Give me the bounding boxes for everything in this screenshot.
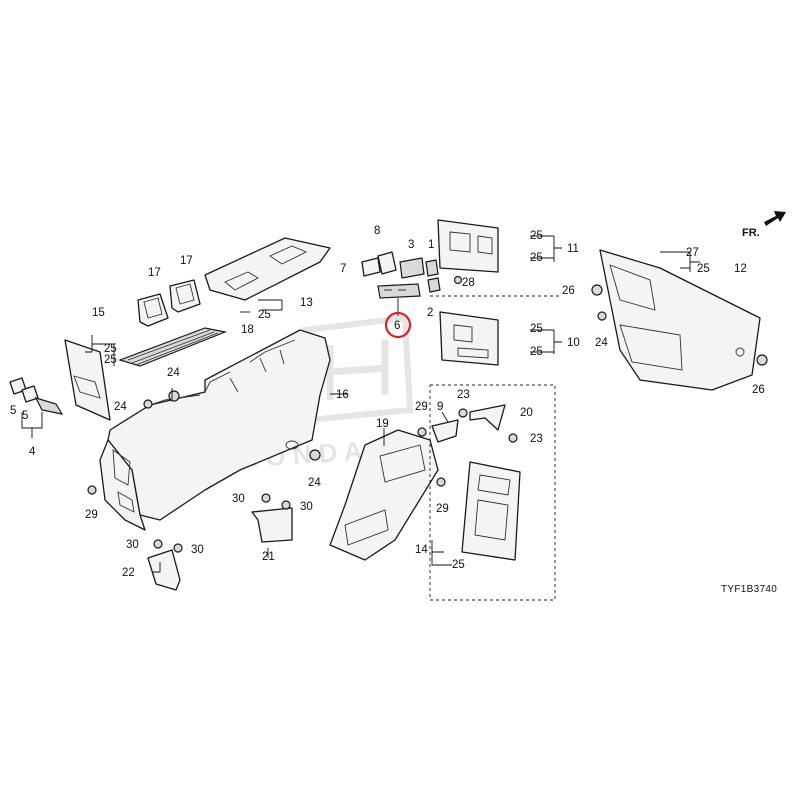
part-9-bracket[interactable] <box>431 419 459 443</box>
part-6-switch-panel[interactable] <box>377 283 421 299</box>
front-direction-indicator: FR. <box>742 211 786 239</box>
callout-30-a[interactable]: 30 <box>232 493 245 505</box>
part-17-tray-left[interactable] <box>137 293 169 327</box>
callout-15[interactable]: 15 <box>92 307 105 319</box>
callout-10[interactable]: 10 <box>567 337 580 349</box>
fastener-24-d[interactable] <box>597 311 607 321</box>
callout-16[interactable]: 16 <box>336 389 349 401</box>
callout-22[interactable]: 22 <box>122 567 135 579</box>
assembly-boundaries <box>429 295 560 601</box>
callout-29-c[interactable]: 29 <box>436 503 449 515</box>
callout-25-c[interactable]: 25 <box>530 230 543 242</box>
callout-9[interactable]: 9 <box>437 401 443 413</box>
part-21-bracket[interactable] <box>251 507 293 543</box>
callout-25-f[interactable]: 25 <box>530 346 543 358</box>
part-3-switch[interactable] <box>399 257 425 279</box>
callout-21[interactable]: 21 <box>262 551 275 563</box>
callout-24-a[interactable]: 24 <box>167 367 180 379</box>
callout-25-d[interactable]: 25 <box>530 252 543 264</box>
callout-3[interactable]: 3 <box>408 239 414 251</box>
fastener-26-a[interactable] <box>591 284 603 296</box>
callout-5-a[interactable]: 5 <box>10 405 16 417</box>
callout-30-c[interactable]: 30 <box>126 539 139 551</box>
callout-2[interactable]: 2 <box>427 307 433 319</box>
fastener-23-a[interactable] <box>458 408 468 418</box>
callout-26-a[interactable]: 26 <box>562 285 575 297</box>
fastener-29-b[interactable] <box>417 427 427 437</box>
fastener-24-c[interactable] <box>309 449 321 461</box>
part-14-rear-panel[interactable] <box>461 461 521 561</box>
part-4-switch-assembly[interactable] <box>34 397 64 415</box>
callout-17-a[interactable]: 17 <box>148 267 161 279</box>
callout-labels: 1 2 3 4 5 5 6 7 8 9 10 11 12 13 14 15 16… <box>10 225 765 579</box>
callout-13[interactable]: 13 <box>300 297 313 309</box>
callout-25-h[interactable]: 25 <box>452 559 465 571</box>
fastener-24-b[interactable] <box>143 399 153 409</box>
part-1-switch[interactable] <box>425 259 439 277</box>
callout-30-b[interactable]: 30 <box>300 501 313 513</box>
callout-8[interactable]: 8 <box>374 225 380 237</box>
part-8-switch[interactable] <box>377 251 397 275</box>
fastener-30-c[interactable] <box>153 539 163 549</box>
callout-25-e[interactable]: 25 <box>530 323 543 335</box>
callout-23-b[interactable]: 23 <box>530 433 543 445</box>
callout-19[interactable]: 19 <box>376 418 389 430</box>
callout-24-b[interactable]: 24 <box>114 401 127 413</box>
callout-1[interactable]: 1 <box>428 239 434 251</box>
callout-14[interactable]: 14 <box>415 544 428 556</box>
part-12-front-panel[interactable] <box>599 249 761 391</box>
callout-12[interactable]: 12 <box>734 263 747 275</box>
callout-11[interactable]: 11 <box>567 243 579 255</box>
part-13-shift-panel[interactable] <box>204 237 331 301</box>
callout-18[interactable]: 18 <box>241 324 254 336</box>
callout-24-c[interactable]: 24 <box>308 477 321 489</box>
callout-7[interactable]: 7 <box>340 263 346 275</box>
part-11-upper-panel[interactable] <box>437 219 499 273</box>
fastener-28[interactable] <box>453 275 463 285</box>
callout-29-b[interactable]: 29 <box>415 401 428 413</box>
part-17-tray-right[interactable] <box>169 279 201 313</box>
callout-6[interactable]: 6 <box>394 320 400 332</box>
fastener-30-d[interactable] <box>173 543 183 553</box>
callout-27[interactable]: 27 <box>686 247 699 259</box>
fastener-30-b[interactable] <box>281 500 291 510</box>
fastener-29-c[interactable] <box>436 477 446 487</box>
callout-23-a[interactable]: 23 <box>457 389 470 401</box>
callout-20[interactable]: 20 <box>520 407 533 419</box>
callout-4[interactable]: 4 <box>29 446 36 458</box>
callout-26-b[interactable]: 26 <box>752 384 765 396</box>
part-15-side-panel[interactable] <box>64 339 111 421</box>
callout-25-a[interactable]: 25 <box>104 343 117 355</box>
callout-17-b[interactable]: 17 <box>180 255 193 267</box>
part-2-switch[interactable] <box>427 277 441 293</box>
callout-6-highlight <box>384 311 412 339</box>
part-22-bracket[interactable] <box>147 549 181 591</box>
front-arrow-icon <box>764 211 786 226</box>
part-16-console-body[interactable] <box>99 329 331 531</box>
fastener-23-b[interactable] <box>508 433 518 443</box>
fastener-24-a[interactable] <box>168 390 180 402</box>
callout-5-b[interactable]: 5 <box>22 410 28 422</box>
callout-28[interactable]: 28 <box>462 277 475 289</box>
diagram-code: TYF1B3740 <box>721 584 777 595</box>
part-19-rear-console[interactable] <box>329 429 439 561</box>
part-20-bracket[interactable] <box>469 404 506 431</box>
callout-25-g[interactable]: 25 <box>697 263 710 275</box>
callout-25-b[interactable]: 25 <box>258 309 271 321</box>
leader-lines <box>21 235 700 573</box>
callout-29-a[interactable]: 29 <box>85 509 98 521</box>
fastener-26-b[interactable] <box>756 354 768 366</box>
part-7-switch[interactable] <box>361 257 381 277</box>
front-label: FR. <box>742 227 760 239</box>
callout-24-d[interactable]: 24 <box>595 337 608 349</box>
part-10-lower-panel[interactable] <box>439 311 499 366</box>
part-18-console-mat[interactable] <box>118 327 228 367</box>
fastener-30-a[interactable] <box>261 493 271 503</box>
fastener-29-a[interactable] <box>87 485 97 495</box>
callout-30-d[interactable]: 30 <box>191 544 204 556</box>
callout-25-i[interactable]: 25 <box>104 354 117 366</box>
